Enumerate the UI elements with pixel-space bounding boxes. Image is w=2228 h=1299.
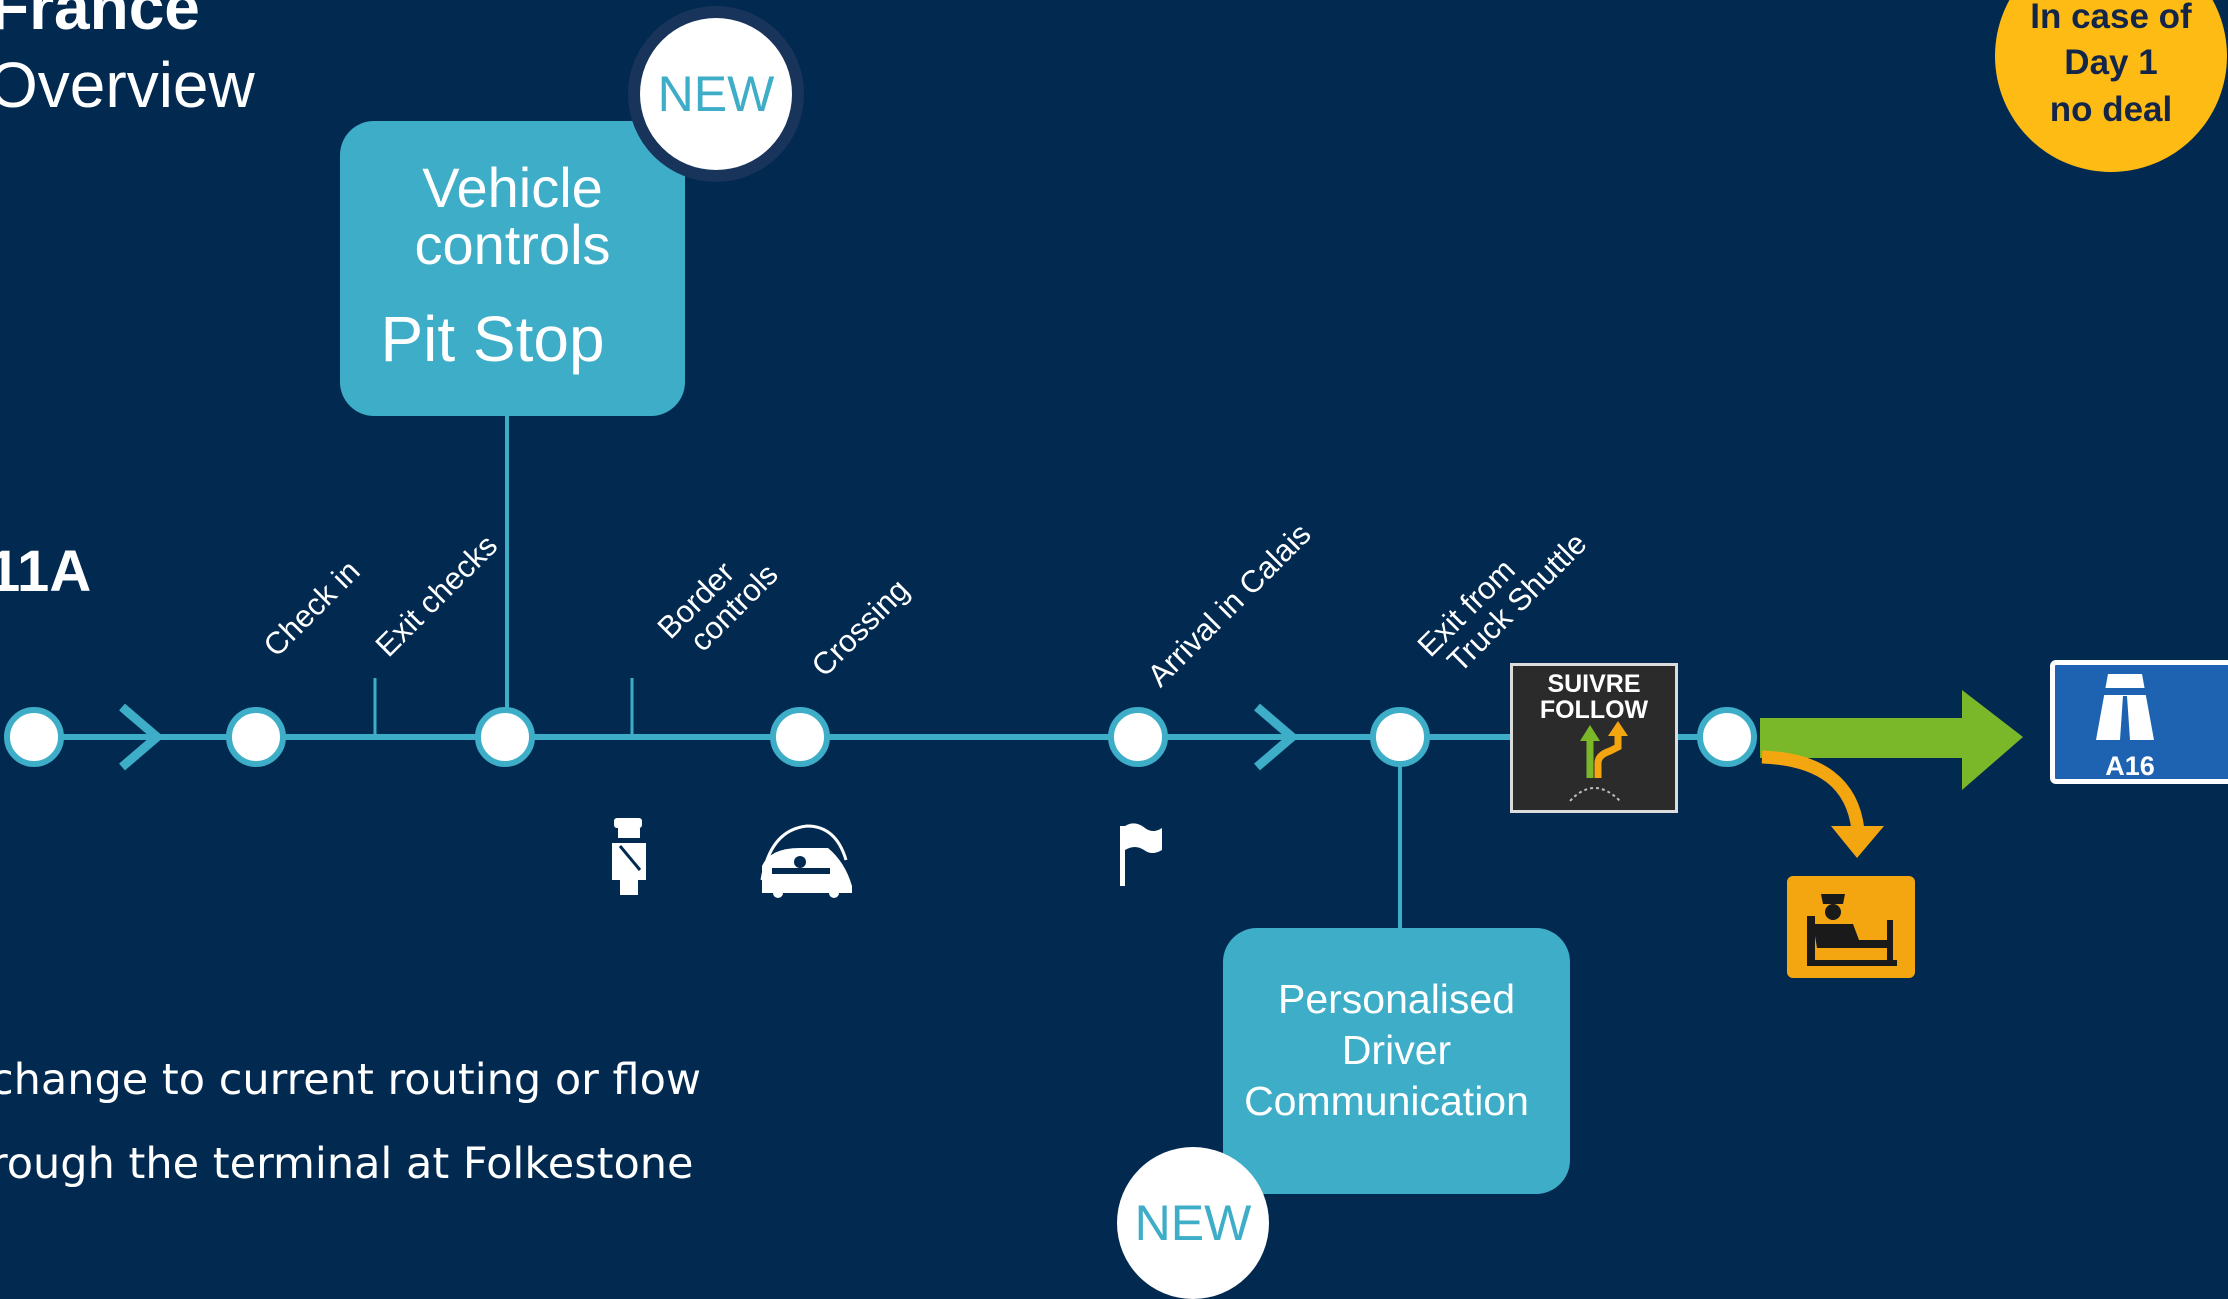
no-deal-line3: no deal — [2049, 90, 2173, 129]
no-deal-line2: Day 1 — [2064, 43, 2158, 82]
driver-communication-box: Personalised Driver Communication — [1223, 928, 1570, 1194]
follow-sign: SUIVRE FOLLOW — [1510, 663, 1678, 813]
page-title: France — [0, 0, 200, 43]
timeline-node — [1108, 707, 1168, 767]
follow-arrows-icon — [1569, 721, 1628, 802]
follow-sign-line2: FOLLOW — [1539, 696, 1649, 724]
flag-icon — [1120, 823, 1162, 886]
driver-communication-line2: Driver — [1341, 1027, 1452, 1073]
timeline-node — [1370, 707, 1430, 767]
body-text-line: change to current routing or flow — [0, 1055, 702, 1105]
motorway-icon — [2092, 674, 2158, 740]
green-arrow-icon — [1760, 690, 2023, 790]
follow-sign-line1: SUIVRE — [1547, 670, 1641, 698]
timeline-node — [475, 707, 535, 767]
body-text-line: rough the terminal at Folkestone — [0, 1139, 694, 1189]
driver-communication-line1: Personalised — [1277, 976, 1516, 1022]
chevron-right-icon — [119, 703, 164, 771]
driver-communication-line3: Communication — [1244, 1078, 1529, 1124]
new-badge: NEW — [1117, 1147, 1269, 1299]
timeline-node — [770, 707, 830, 767]
route-label: 11A — [0, 539, 92, 604]
timeline-node — [1697, 707, 1757, 767]
vehicle-controls-box: Vehicle controls Pit Stop — [340, 121, 685, 416]
page-subtitle: Overview — [0, 49, 255, 121]
train-icon — [760, 824, 852, 898]
chevron-right-icon — [1254, 703, 1299, 771]
border-officer-icon — [612, 818, 646, 895]
pit-stop-label: Pit Stop — [380, 303, 605, 375]
motorway-label: A16 — [2105, 751, 2155, 781]
no-deal-line1: In case of — [2030, 0, 2192, 36]
timeline-node — [226, 707, 286, 767]
timeline-node — [4, 707, 64, 767]
customs-officer-icon — [1787, 876, 1915, 978]
motorway-sign: A16 — [2050, 660, 2228, 784]
new-badge: NEW — [640, 18, 792, 170]
vehicle-controls-line1: Vehicle — [422, 156, 603, 219]
vehicle-controls-line2: controls — [414, 213, 611, 276]
orange-curve-arrow-icon — [1761, 750, 1865, 831]
orange-arrow-head — [1831, 826, 1884, 858]
